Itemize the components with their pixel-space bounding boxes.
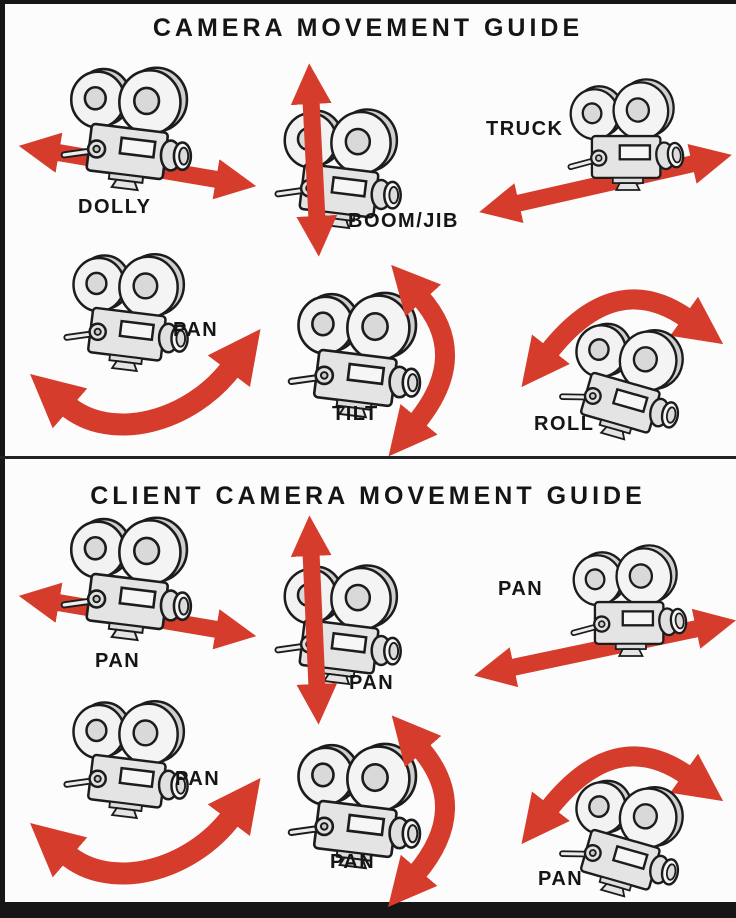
vertical-double-arrow-icon bbox=[290, 63, 338, 257]
dolly-illustration bbox=[18, 66, 257, 200]
client-pan-illustration bbox=[29, 700, 261, 885]
top-border bbox=[0, 0, 736, 4]
film-camera-icon bbox=[273, 564, 402, 689]
curved-vertical-double-arrow-icon bbox=[388, 264, 455, 457]
movement-label: PAN bbox=[330, 851, 376, 873]
client-movement-6: PAN bbox=[490, 698, 736, 918]
film-camera-icon bbox=[287, 291, 422, 422]
movement-label: TRUCK bbox=[486, 118, 564, 140]
section-divider bbox=[0, 456, 736, 459]
client-truck-illustration bbox=[474, 540, 736, 688]
movement-boom-jib: BOOM/JIB bbox=[255, 58, 465, 263]
movement-pan: PAN bbox=[29, 245, 261, 445]
arc-over-top-double-arrow-icon bbox=[521, 746, 724, 845]
movement-label: TILT bbox=[332, 403, 379, 425]
client-roll-illustration bbox=[521, 746, 724, 908]
client-movement-3: PAN bbox=[460, 538, 736, 710]
curved-horizontal-double-arrow-icon bbox=[29, 329, 261, 436]
movement-label: PAN bbox=[173, 319, 219, 341]
client-boom-illustration bbox=[273, 515, 402, 725]
pan-illustration bbox=[29, 253, 261, 436]
section-title-top: CAMERA MOVEMENT GUIDE bbox=[152, 14, 584, 42]
movement-label: PAN bbox=[175, 768, 221, 790]
boom-jib-illustration bbox=[273, 63, 402, 257]
arc-over-top-double-arrow-icon bbox=[521, 289, 724, 388]
roll-illustration bbox=[521, 289, 724, 451]
section-title-bottom: CLIENT CAMERA MOVEMENT GUIDE bbox=[90, 482, 646, 510]
movement-label: PAN bbox=[538, 868, 584, 890]
bottom-border bbox=[0, 902, 736, 918]
movement-tilt: TILT bbox=[270, 255, 480, 457]
movement-label: BOOM/JIB bbox=[348, 210, 459, 232]
tilt-illustration bbox=[287, 264, 455, 457]
truck-illustration bbox=[479, 74, 732, 223]
client-movement-5: PAN bbox=[270, 698, 480, 918]
curved-vertical-double-arrow-icon bbox=[388, 715, 455, 907]
movement-label: PAN bbox=[349, 672, 395, 694]
movement-label: ROLL bbox=[534, 413, 595, 435]
curved-horizontal-double-arrow-icon bbox=[29, 778, 261, 885]
movement-label: DOLLY bbox=[78, 196, 152, 218]
film-camera-icon bbox=[62, 700, 189, 822]
client-movement-4: PAN bbox=[29, 688, 261, 900]
client-movement-2: PAN bbox=[255, 508, 465, 733]
left-border bbox=[0, 0, 5, 918]
vertical-double-arrow-icon bbox=[290, 515, 338, 725]
client-tilt-illustration bbox=[287, 715, 455, 907]
movement-roll: ROLL bbox=[490, 255, 736, 455]
client-dolly-illustration bbox=[18, 516, 257, 650]
movement-label: PAN bbox=[95, 650, 141, 672]
movement-truck: TRUCK bbox=[470, 70, 732, 250]
film-camera-icon bbox=[62, 253, 189, 375]
movement-dolly: DOLLY bbox=[15, 58, 260, 243]
movement-label: PAN bbox=[498, 578, 544, 600]
client-movement-1: PAN bbox=[15, 508, 260, 693]
